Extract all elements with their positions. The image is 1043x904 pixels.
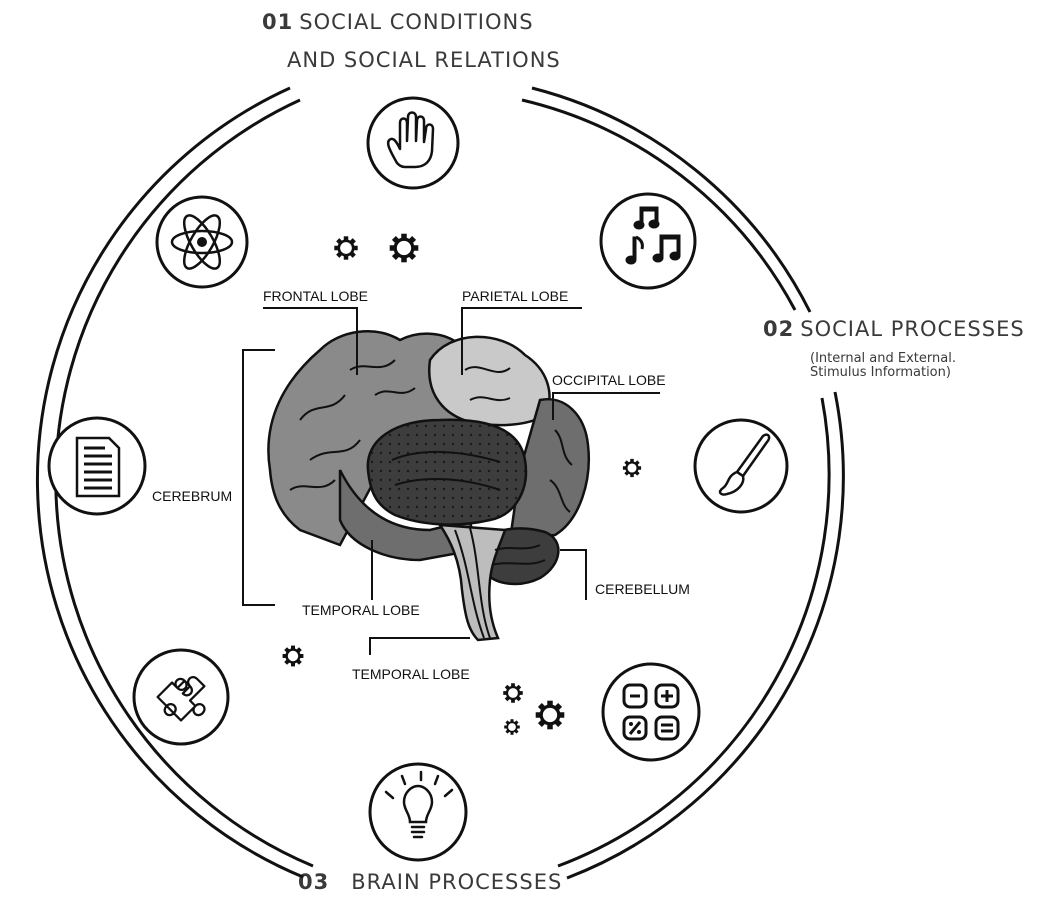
- inner-brain: [366, 418, 528, 526]
- puzzle-icon: [132, 648, 230, 746]
- section-01-number: 01: [262, 10, 294, 34]
- brain-illustration: [267, 330, 590, 642]
- leader-lines: [242, 307, 660, 655]
- section-02-label: SOCIAL PROCESSES: [800, 317, 1025, 341]
- section-03-label: BRAIN PROCESSES: [351, 870, 563, 894]
- label-temporal-lobe-1: TEMPORAL LOBE: [302, 602, 420, 618]
- section-01-subtitle: AND SOCIAL RELATIONS: [287, 48, 561, 72]
- paintbrush-icon: [693, 418, 789, 514]
- section-03-title: 03 BRAIN PROCESSES: [298, 870, 562, 894]
- section-01-line2: AND SOCIAL RELATIONS: [287, 48, 561, 72]
- label-occipital-lobe: OCCIPITAL LOBE: [552, 372, 666, 388]
- section-02-number: 02: [763, 317, 795, 341]
- section-03-number: 03: [298, 870, 330, 894]
- document-icon: [47, 416, 147, 516]
- label-cerebrum: CEREBRUM: [152, 488, 232, 504]
- outer-ring: [35, 86, 845, 880]
- section-01-line1: SOCIAL CONDITIONS: [299, 10, 534, 34]
- parietal-lobe: [427, 335, 551, 427]
- calculator-icon: [601, 662, 701, 762]
- brain-stem: [437, 523, 507, 642]
- music-notes-icon: [599, 192, 697, 290]
- label-frontal-lobe: FRONTAL LOBE: [263, 288, 368, 304]
- label-temporal-lobe-2: TEMPORAL LOBE: [352, 666, 470, 682]
- atom-icon: [155, 195, 249, 289]
- lightbulb-icon: [368, 762, 468, 862]
- section-02-sub1: (Internal and External.: [810, 351, 956, 366]
- occipital-lobe: [508, 397, 590, 542]
- section-02-subtext: (Internal and External. Stimulus Informa…: [810, 352, 956, 380]
- section-02-sub2: Stimulus Information): [810, 365, 951, 380]
- label-parietal-lobe: PARIETAL LOBE: [462, 288, 568, 304]
- hand-icon: [366, 96, 460, 190]
- label-cerebellum: CEREBELLUM: [595, 581, 690, 597]
